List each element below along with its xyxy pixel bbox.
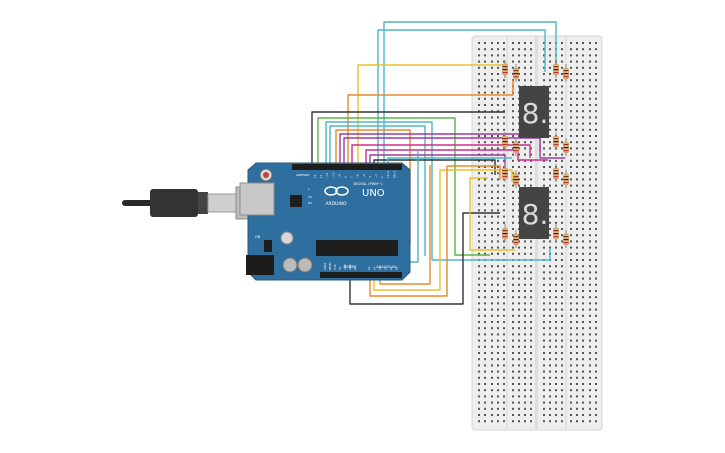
digital-label: DIGITAL (PWM~): [353, 182, 383, 186]
power-jack: [246, 255, 274, 275]
digital-pin-label: 4: [368, 176, 372, 178]
analog-label: ANALOG IN: [376, 265, 396, 269]
power-label: POWER: [344, 265, 358, 269]
digital-pin-label: ~5: [362, 174, 366, 178]
wire-teal-2: [325, 121, 551, 261]
wire-teal-3: [329, 125, 426, 256]
seven-segment-display-1[interactable]: 8.: [519, 86, 549, 138]
analog-pin-label: A0: [367, 266, 371, 270]
arduino-uno-board[interactable]: ARDUINO UNO DIGITAL (PWM~) POWER ANALOG …: [239, 162, 411, 281]
gnd-label: GND: [303, 173, 309, 177]
resistors: [502, 60, 569, 248]
wire-yellow-3: [469, 177, 515, 251]
digital-pin-label: ~3: [374, 174, 378, 178]
digital-pin-label: 12: [319, 174, 323, 178]
digital-pin-label: 8: [344, 176, 348, 178]
wire-purple-3: [369, 154, 506, 170]
digital-pin-label: ~11: [325, 172, 329, 178]
resistor[interactable]: [553, 164, 559, 182]
microcontroller-chip: [316, 240, 398, 256]
breadboard-holes: [478, 42, 597, 423]
resistor[interactable]: [563, 64, 569, 82]
brand-label: ARDUINO: [325, 201, 347, 207]
digital-pin-label: RX←0: [392, 170, 396, 178]
seven-segment-display-2[interactable]: 8.: [519, 187, 549, 239]
resistor[interactable]: [553, 60, 559, 78]
resistor[interactable]: [563, 170, 569, 188]
aref-label: AREF: [296, 173, 304, 177]
resistor[interactable]: [502, 132, 508, 150]
wire-black-3: [349, 212, 500, 305]
digital-pin-label: TX→1: [386, 170, 390, 178]
power-pin-label: RESET: [329, 262, 332, 270]
analog-pin-label: A4: [389, 266, 393, 270]
resistor[interactable]: [513, 230, 519, 248]
wire-green-1: [317, 117, 490, 256]
resistor[interactable]: [563, 138, 569, 156]
digital-pin-label: 13: [313, 174, 317, 178]
analog-pin-label: A1: [373, 266, 377, 270]
power-pin-label: IOREF: [324, 262, 327, 270]
tx-label: TX: [307, 195, 312, 199]
resistor[interactable]: [553, 224, 559, 242]
rx-label: RX: [308, 201, 312, 205]
l-label: L: [308, 187, 310, 191]
digital-pin-label: ~10: [331, 172, 335, 178]
analog-pin-label: A5: [395, 266, 399, 270]
resistor[interactable]: [513, 138, 519, 156]
resistor[interactable]: [563, 230, 569, 248]
power-analog-header: [320, 272, 402, 278]
arduino-logo-icon: [324, 186, 349, 196]
model-label: UNO: [362, 188, 385, 199]
resistor[interactable]: [513, 64, 519, 82]
resistor[interactable]: [502, 224, 508, 242]
power-pin-label: 3.3V: [334, 264, 337, 270]
resistor[interactable]: [513, 170, 519, 188]
power-pin-label: Vin: [354, 266, 357, 270]
resistor[interactable]: [553, 132, 559, 150]
reset-button[interactable]: [263, 172, 269, 178]
display-digit: 8.: [522, 198, 549, 231]
wire-yellow-2: [373, 169, 513, 291]
wire-teal-top-2: [383, 21, 557, 165]
power-pin-label: 5V: [339, 266, 342, 270]
digital-pin-label: ~6: [356, 174, 360, 178]
power-pin-label: GND: [349, 264, 352, 270]
wire-orange-3: [369, 165, 501, 297]
digital-header: [292, 164, 402, 170]
wire-teal-top: [377, 29, 546, 165]
display-digit: 8.: [522, 97, 549, 130]
resistor[interactable]: [502, 60, 508, 78]
power-pin-label: GND: [344, 264, 347, 270]
wire-magenta-1: [351, 144, 531, 165]
on-label: ON: [255, 235, 261, 239]
usb-port: [239, 182, 275, 216]
wire-black-top: [311, 111, 505, 165]
digital-pin-label: 7: [350, 176, 354, 178]
analog-pin-label: A2: [378, 266, 382, 270]
resistor[interactable]: [502, 164, 508, 182]
wires: [311, 21, 565, 305]
digital-pin-label: 2: [380, 176, 384, 178]
analog-pin-label: A3: [384, 266, 388, 270]
digital-pin-label: ~9: [337, 174, 341, 178]
